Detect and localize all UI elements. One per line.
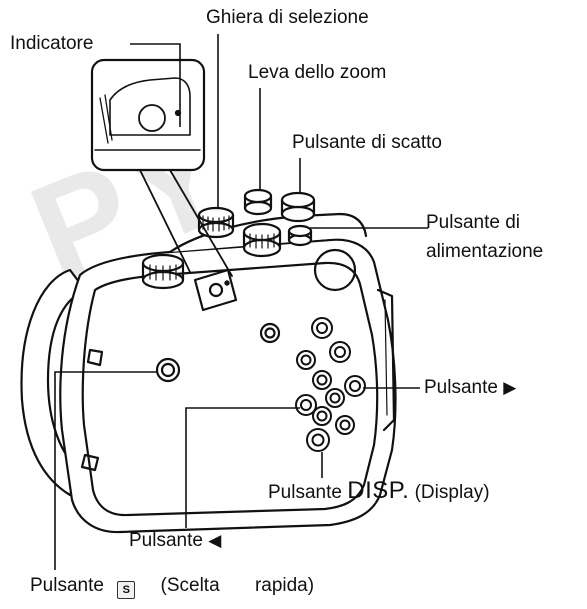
label-disp-name: DISP. bbox=[347, 477, 409, 504]
label-pulsante-destra: Pulsante ▶ bbox=[424, 377, 516, 399]
label-ghiera-di-selezione: Ghiera di selezione bbox=[206, 7, 369, 29]
left-arrow-icon: ◀ bbox=[208, 531, 221, 550]
right-arrow-icon: ▶ bbox=[503, 378, 516, 397]
label-pulsante-scelta-rapida: Pulsante S (Scelta rapida) bbox=[30, 575, 314, 599]
label-pulsante-disp-prefix: Pulsante bbox=[268, 482, 342, 503]
front-dial-drawing bbox=[244, 224, 280, 256]
label-scelta: (Scelta bbox=[161, 575, 220, 596]
zoom-lever-drawing bbox=[245, 190, 271, 214]
mode-dial-drawing bbox=[199, 208, 233, 237]
label-pulsante-sinistra: Pulsante ◀ bbox=[129, 530, 221, 552]
power-button-drawing bbox=[289, 226, 311, 245]
shutter-button-drawing bbox=[282, 193, 314, 221]
shortcut-button-drawing bbox=[157, 359, 179, 381]
label-indicatore: Indicatore bbox=[10, 33, 93, 55]
label-pulsante-di: Pulsante di bbox=[426, 212, 520, 234]
label-leva-dello-zoom: Leva dello zoom bbox=[248, 62, 386, 84]
shortcut-icon: S bbox=[117, 581, 135, 599]
label-pulsante-scelta-rapida-text: Pulsante bbox=[30, 575, 104, 596]
label-rapida: rapida) bbox=[255, 575, 314, 596]
label-pulsante-destra-text: Pulsante bbox=[424, 377, 498, 398]
label-pulsante-disp: Pulsante DISP. (Display) bbox=[268, 480, 490, 504]
label-disp-suffix: (Display) bbox=[415, 482, 490, 503]
label-pulsante-sinistra-text: Pulsante bbox=[129, 530, 203, 551]
label-pulsante-di-scatto: Pulsante di scatto bbox=[292, 132, 442, 154]
label-alimentazione: alimentazione bbox=[426, 241, 543, 263]
